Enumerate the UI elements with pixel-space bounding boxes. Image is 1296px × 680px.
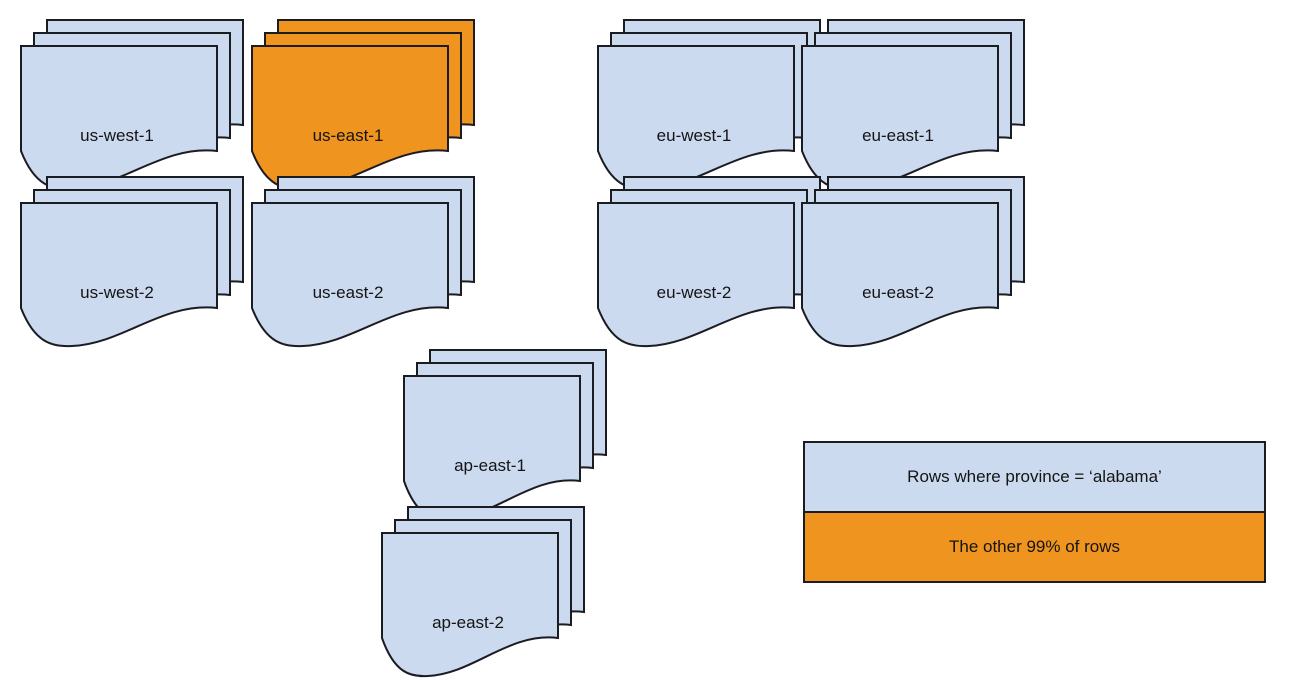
document-sheet [20, 45, 218, 191]
document-sheet [251, 45, 449, 191]
legend: Rows where province = ‘alabama’ The other… [803, 441, 1266, 583]
document-outline [251, 202, 449, 348]
document-stack-us-west-2[interactable]: us-west-2 [19, 175, 247, 350]
document-stack-ap-east-2[interactable]: ap-east-2 [380, 505, 588, 680]
document-outline [801, 45, 999, 191]
document-sheet [597, 45, 795, 191]
document-sheet [381, 532, 559, 678]
document-outline [403, 375, 581, 521]
document-outline [801, 202, 999, 348]
document-stack-us-east-2[interactable]: us-east-2 [250, 175, 478, 350]
document-sheet [801, 202, 999, 348]
document-outline [381, 532, 559, 678]
legend-row-cold: Rows where province = ‘alabama’ [805, 443, 1264, 513]
document-stack-ap-east-1[interactable]: ap-east-1 [402, 348, 610, 523]
document-stack-us-east-1[interactable]: us-east-1 [250, 18, 478, 193]
document-stack-us-west-1[interactable]: us-west-1 [19, 18, 247, 193]
legend-row-label: Rows where province = ‘alabama’ [907, 467, 1162, 486]
legend-row-label: The other 99% of rows [948, 537, 1121, 556]
legend-row-hot: The other 99% of rows [805, 513, 1264, 581]
document-stack-eu-west-2[interactable]: eu-west-2 [596, 175, 824, 350]
document-sheet [801, 45, 999, 191]
document-sheet [403, 375, 581, 521]
document-outline [20, 202, 218, 348]
document-sheet [20, 202, 218, 348]
document-stack-eu-east-1[interactable]: eu-east-1 [800, 18, 1028, 193]
document-outline [597, 45, 795, 191]
document-outline [597, 202, 795, 348]
document-stack-eu-west-1[interactable]: eu-west-1 [596, 18, 824, 193]
document-sheet [251, 202, 449, 348]
document-outline [251, 45, 449, 191]
document-stack-eu-east-2[interactable]: eu-east-2 [800, 175, 1028, 350]
document-outline [20, 45, 218, 191]
document-sheet [597, 202, 795, 348]
